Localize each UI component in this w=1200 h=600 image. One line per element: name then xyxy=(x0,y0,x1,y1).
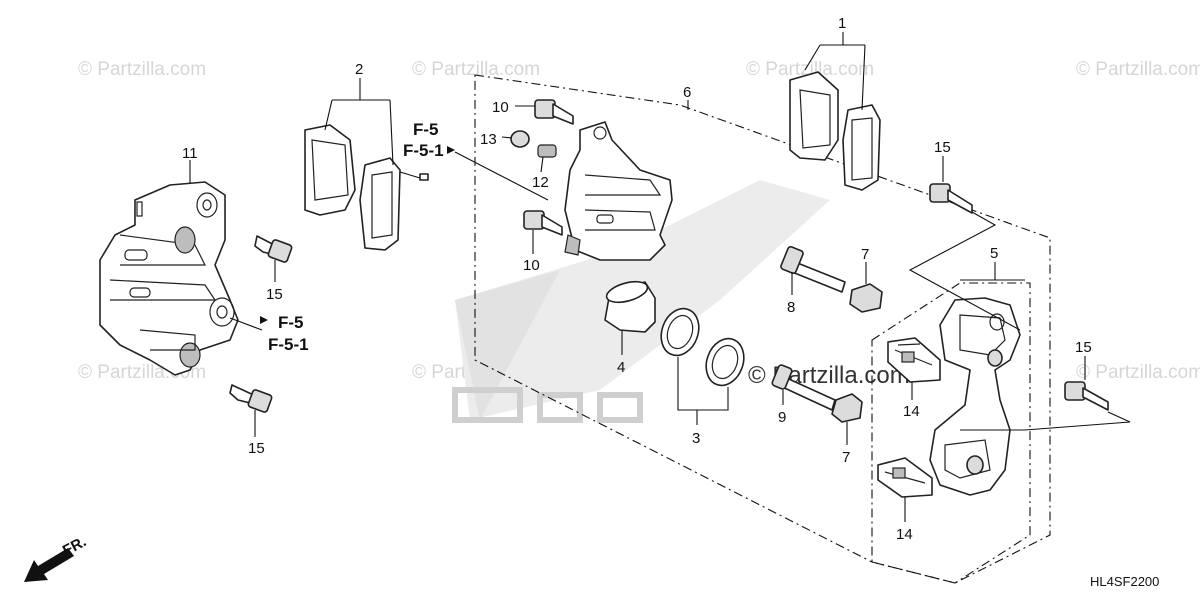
caliper-bolt-lower xyxy=(229,384,273,413)
reference-labels: F-5 F-5-1 F-5 F-5-1 xyxy=(260,120,455,354)
watermark: © Partzilla.com xyxy=(1076,59,1200,80)
callout-10: 10 xyxy=(492,99,509,116)
bleeder-valve xyxy=(537,144,557,158)
pin-boot-upper xyxy=(849,283,883,313)
callout-15: 15 xyxy=(248,440,265,457)
callout-4: 4 xyxy=(617,359,625,376)
piston-seal-set xyxy=(660,307,745,387)
pad-spring-upper xyxy=(887,337,941,383)
bracket-bolt-top xyxy=(929,183,973,214)
ref-label-left-line1: F-5 xyxy=(278,313,304,332)
leader-lines xyxy=(189,32,1131,522)
slide-pin-lower xyxy=(771,364,836,411)
callout-5: 5 xyxy=(990,245,998,262)
callout-12: 12 xyxy=(532,174,549,191)
callouts: 1 2 3 4 5 6 7 7 8 9 10 10 11 12 13 14 14… xyxy=(182,15,1092,543)
caliper-bolt-10-upper xyxy=(534,99,574,125)
watermark: © Partzilla.com xyxy=(78,59,206,80)
caliper-body xyxy=(564,121,673,261)
caliper-piston xyxy=(604,280,656,333)
bracket-bolt-side xyxy=(1064,381,1109,411)
ref-arrow-icon xyxy=(260,316,268,324)
brake-pad-set-right xyxy=(789,71,881,191)
caliper-bolt-upper xyxy=(254,235,293,263)
watermark: © Partzilla.com xyxy=(746,59,874,80)
slide-pin-upper xyxy=(780,245,846,293)
caliper-bolt-10-lower xyxy=(523,210,563,236)
callout-13: 13 xyxy=(480,131,497,148)
brake-pad-set-left xyxy=(304,124,429,251)
watermark: © Partzilla.com xyxy=(1076,362,1200,383)
ref-label-right-line2: F-5-1 xyxy=(403,141,444,160)
callout-8: 8 xyxy=(787,299,795,316)
assembly-outlines xyxy=(474,74,1051,584)
ref-label-right-line1: F-5 xyxy=(413,120,439,139)
callout-7: 7 xyxy=(842,449,850,466)
callout-6: 6 xyxy=(683,84,691,101)
callout-14: 14 xyxy=(903,403,920,420)
callout-7: 7 xyxy=(861,246,869,263)
caliper-assembly xyxy=(99,181,239,376)
callout-3: 3 xyxy=(692,430,700,447)
callout-15: 15 xyxy=(934,139,951,156)
pad-spring-lower xyxy=(877,457,933,498)
ref-label-left-line2: F-5-1 xyxy=(268,335,309,354)
caliper-bracket xyxy=(929,297,1021,496)
bleeder-cap xyxy=(510,130,530,148)
watermark: © Partzilla.com xyxy=(412,59,540,80)
callout-10: 10 xyxy=(523,257,540,274)
callout-15: 15 xyxy=(1075,339,1092,356)
front-arrow-icon xyxy=(24,548,74,582)
callout-11: 11 xyxy=(182,145,198,162)
diagram-code: HL4SF2200 xyxy=(1090,574,1159,589)
callout-15: 15 xyxy=(266,286,283,303)
callout-2: 2 xyxy=(355,61,363,78)
front-direction-indicator: FR. xyxy=(24,533,89,582)
callout-14: 14 xyxy=(896,526,913,543)
pin-boot-lower xyxy=(831,393,863,423)
callout-1: 1 xyxy=(838,15,846,32)
ref-arrow-icon xyxy=(447,146,455,154)
callout-9: 9 xyxy=(778,409,786,426)
